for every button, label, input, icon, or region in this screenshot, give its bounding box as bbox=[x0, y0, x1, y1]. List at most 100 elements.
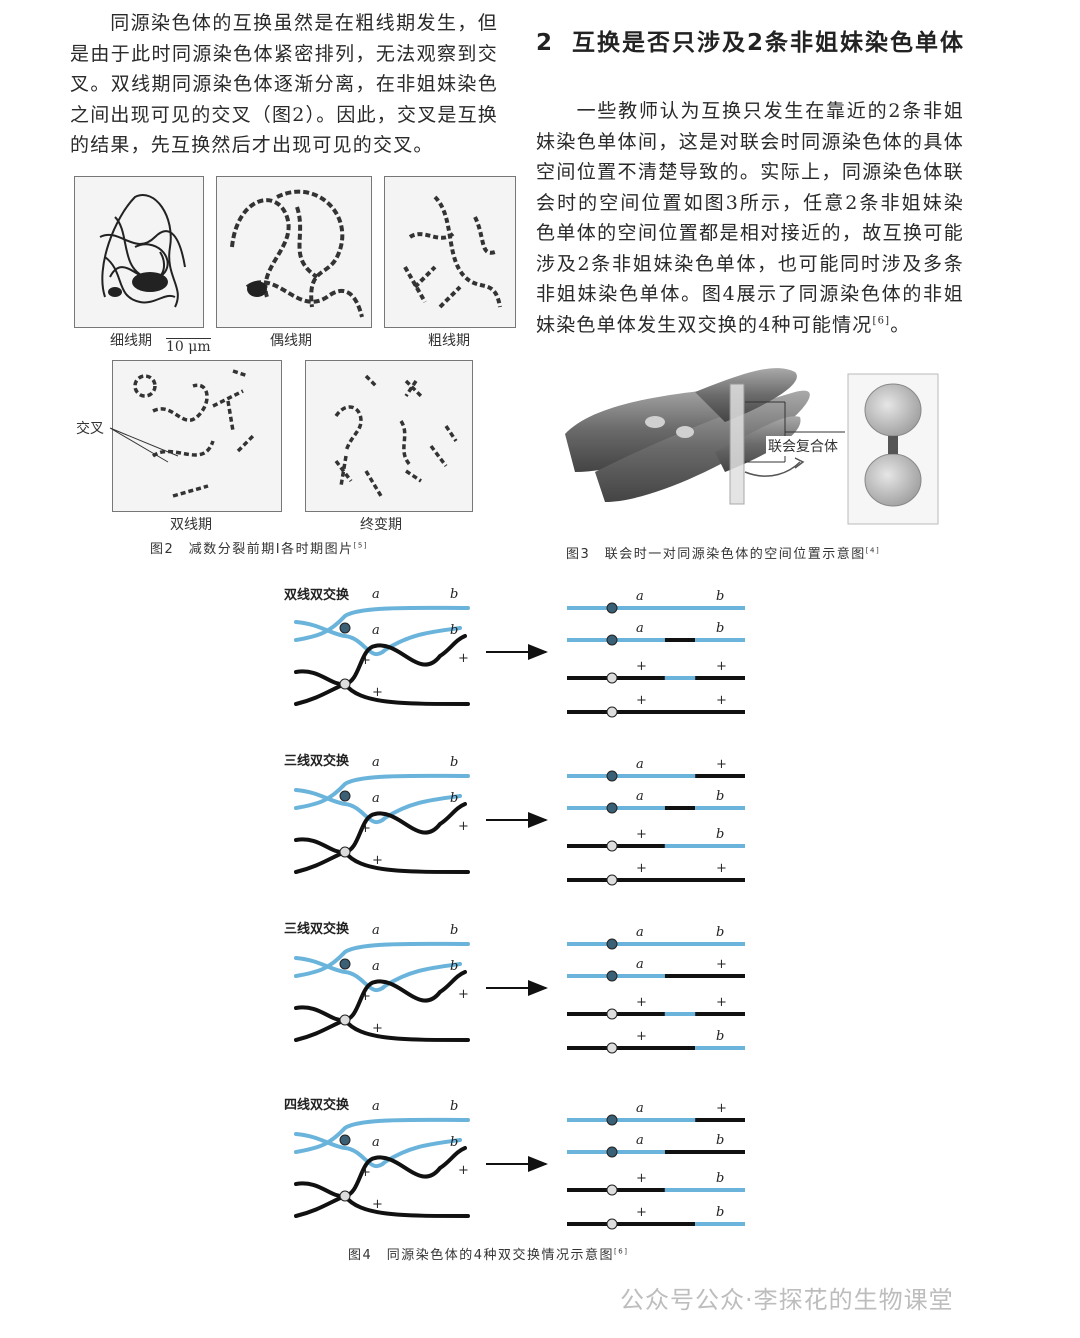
fig3-caption: 图3 联会时一对同源染色体的空间位置示意图[4] bbox=[566, 546, 881, 562]
gene-label-right: b bbox=[716, 925, 724, 940]
centromere-black bbox=[339, 1014, 351, 1026]
synaptonemal-link bbox=[888, 436, 898, 454]
fig3-chromosome-illustration bbox=[565, 368, 939, 525]
fig2-panel-pachytene bbox=[384, 176, 516, 328]
black-chromatid-2 bbox=[294, 681, 470, 706]
fig2-caption: 图2 减数分裂前期Ⅰ各时期图片[5] bbox=[150, 541, 369, 557]
centromere-blue bbox=[339, 622, 351, 634]
gene-label-left: b bbox=[450, 923, 458, 938]
gene-label-left: + bbox=[360, 821, 371, 836]
product-centromere bbox=[606, 672, 618, 684]
gene-label-right: b bbox=[716, 621, 724, 636]
gene-label-left: b bbox=[450, 1099, 458, 1114]
label-diakinesis: 终变期 bbox=[360, 517, 402, 533]
gene-label-right: + bbox=[636, 861, 647, 876]
product-centromere bbox=[606, 1218, 618, 1230]
gene-label-right: + bbox=[716, 757, 727, 772]
product-centromere bbox=[606, 938, 618, 950]
product-centromere bbox=[606, 770, 618, 782]
fig4-panel1-title: 双线双交换 bbox=[284, 588, 350, 603]
product-centromere bbox=[606, 970, 618, 982]
black-chromatid-2 bbox=[294, 1193, 470, 1218]
gene-label-right: + bbox=[716, 995, 727, 1010]
gene-label-left: a bbox=[372, 959, 380, 974]
product-centromere bbox=[606, 1042, 618, 1054]
gene-label-left: + bbox=[458, 651, 469, 666]
gene-label-right: + bbox=[716, 861, 727, 876]
gene-label-left: a bbox=[372, 587, 380, 602]
label-leptotene: 细线期 bbox=[110, 333, 152, 349]
gene-label-left: a bbox=[372, 623, 380, 638]
gene-label-right: a bbox=[636, 621, 644, 636]
label-synaptonemal-complex: 联会复合体 bbox=[766, 436, 840, 456]
gene-label-right: + bbox=[636, 995, 647, 1010]
gene-label-left: b bbox=[450, 587, 458, 602]
gene-label-right: + bbox=[716, 659, 727, 674]
gene-label-left: + bbox=[458, 819, 469, 834]
gene-label-right: a bbox=[636, 1101, 644, 1116]
zygotene-image bbox=[230, 189, 364, 318]
left-paragraph: 同源染色体的互换虽然是在粗线期发生，但是由于此时同源染色体紧密排列，无法观察到交… bbox=[70, 12, 498, 156]
right-paragraph: 一些教师认为互换只发生在靠近的2条非姐妹染色单体间，这是对联会时同源染色体的具体… bbox=[536, 100, 964, 336]
blue-chromatid-1 bbox=[294, 941, 470, 978]
gene-label-right: b bbox=[716, 1029, 724, 1044]
fig2-panel-zygotene bbox=[216, 176, 372, 328]
product-centromere bbox=[606, 602, 618, 614]
fig4-caption: 图4 同源染色体的4种双交换情况示意图[6] bbox=[348, 1247, 629, 1263]
centromere-black bbox=[339, 1190, 351, 1202]
gene-label-right: a bbox=[636, 757, 644, 772]
blue-chromatid-1 bbox=[294, 773, 470, 810]
product-centromere bbox=[606, 840, 618, 852]
gene-label-left: + bbox=[372, 1197, 383, 1212]
gene-label-left: a bbox=[372, 791, 380, 806]
gene-label-right: a bbox=[636, 957, 644, 972]
centromere-blue bbox=[339, 1134, 351, 1146]
diakinesis-image bbox=[334, 374, 458, 497]
gene-label-left: + bbox=[372, 685, 383, 700]
gene-label-right: a bbox=[636, 589, 644, 604]
annotation-chiasma: 交叉 bbox=[76, 421, 104, 437]
gene-label-left: b bbox=[450, 1135, 458, 1150]
gene-label-right: a bbox=[636, 789, 644, 804]
gene-label-left: + bbox=[360, 1165, 371, 1180]
diplotene-image bbox=[133, 369, 255, 498]
scale-bar: 10 μm bbox=[166, 338, 211, 355]
fig2-panel-diakinesis bbox=[305, 360, 473, 512]
gene-label-left: + bbox=[360, 989, 371, 1004]
gene-label-left: + bbox=[372, 853, 383, 868]
gene-label-right: a bbox=[636, 925, 644, 940]
gene-label-right: b bbox=[716, 589, 724, 604]
product-centromere bbox=[606, 1114, 618, 1126]
gene-label-right: + bbox=[636, 1171, 647, 1186]
gene-label-right: + bbox=[716, 1101, 727, 1116]
centromere-blue bbox=[339, 958, 351, 970]
fig4-panel3-title: 三线双交换 bbox=[284, 922, 350, 937]
blue-chromatid-1 bbox=[294, 605, 470, 642]
gene-label-left: b bbox=[450, 959, 458, 974]
product-centromere bbox=[606, 1146, 618, 1158]
gene-label-right: b bbox=[716, 1205, 724, 1220]
watermark: 公众号公众·李探花的生物课堂 bbox=[620, 1286, 954, 1314]
gene-label-right: + bbox=[636, 1029, 647, 1044]
chromosome-pair bbox=[565, 368, 845, 505]
gene-label-left: b bbox=[450, 755, 458, 770]
centromere-black bbox=[339, 846, 351, 858]
gene-label-right: + bbox=[636, 827, 647, 842]
gene-label-right: b bbox=[716, 789, 724, 804]
product-centromere bbox=[606, 802, 618, 814]
label-diplotene: 双线期 bbox=[170, 517, 212, 533]
gene-label-right: b bbox=[716, 827, 724, 842]
black-chromatid-1 bbox=[294, 802, 467, 855]
gene-label-right: b bbox=[716, 1171, 724, 1186]
centromere-blue bbox=[339, 790, 351, 802]
product-centromere bbox=[606, 634, 618, 646]
fig2-panel-diplotene bbox=[112, 360, 282, 512]
black-chromatid-1 bbox=[294, 1146, 467, 1199]
centromere-black bbox=[339, 678, 351, 690]
gene-label-left: a bbox=[372, 1135, 380, 1150]
gene-label-right: + bbox=[716, 957, 727, 972]
gene-label-right: + bbox=[636, 693, 647, 708]
fig4-panel4-title: 四线双交换 bbox=[284, 1098, 350, 1113]
gene-label-left: a bbox=[372, 755, 380, 770]
